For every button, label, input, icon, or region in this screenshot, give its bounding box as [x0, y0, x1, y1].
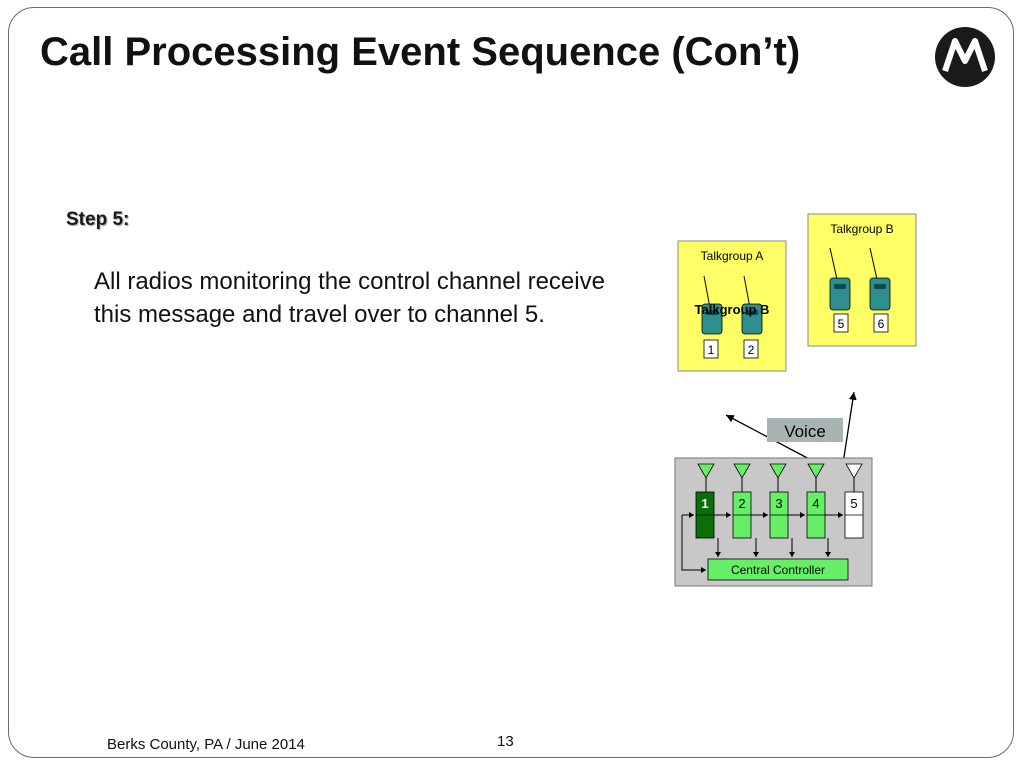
step-description: All radios monitoring the control channe… [94, 268, 605, 328]
slide-title: Call Processing Event Sequence (Con’t) [40, 30, 801, 74]
radio-icon [869, 247, 891, 311]
voice-label: Voice [784, 422, 826, 441]
repeater-number: 1 [701, 496, 708, 511]
repeater-5: 5 [844, 491, 864, 539]
trunking-diagram: Talkgroup A Talkgroup B 1 2 Talkgroup B [674, 213, 917, 587]
step-label: Step 5: [66, 209, 130, 230]
radio-icon [741, 275, 763, 335]
repeater-3: 3 [769, 491, 789, 539]
radio-number: 2 [748, 343, 755, 357]
antenna-icon [769, 463, 787, 479]
talkgroup-a-title: Talkgroup A [701, 249, 764, 263]
repeater-site-panel: 1 2 3 4 5 [674, 457, 873, 587]
repeater-4: 4 [806, 491, 826, 539]
slide-frame [8, 7, 1014, 758]
radio-number: 1 [708, 343, 715, 357]
repeater-number: 5 [850, 496, 857, 511]
antenna-icon [733, 463, 751, 479]
radio-icon [829, 247, 851, 311]
talkgroup-a-box: Talkgroup A Talkgroup B 1 2 [677, 240, 787, 372]
radio-icon [701, 275, 723, 335]
footer-location-date: Berks County, PA / June 2014 [107, 736, 305, 753]
repeater-number: 3 [775, 496, 782, 511]
repeater-1: 1 [695, 491, 715, 539]
antenna-icon [807, 463, 825, 479]
motorola-logo-icon [935, 27, 995, 87]
talkgroup-b-title: Talkgroup B [830, 222, 893, 236]
repeater-number: 2 [738, 496, 745, 511]
talkgroup-b-overlay-label: Talkgroup B [695, 302, 770, 317]
page-number: 13 [497, 733, 514, 750]
antenna-icon [845, 463, 863, 479]
repeater-2: 2 [732, 491, 752, 539]
talkgroup-b-box: Talkgroup B 5 6 [807, 213, 917, 347]
voice-tag: Voice [767, 418, 843, 442]
signal-arrow [841, 391, 857, 471]
central-controller: Central Controller [707, 558, 849, 581]
central-controller-label: Central Controller [731, 563, 825, 577]
radio-number: 6 [878, 317, 885, 331]
repeater-number: 4 [812, 496, 819, 511]
antenna-icon [697, 463, 715, 479]
radio-number: 5 [838, 317, 845, 331]
